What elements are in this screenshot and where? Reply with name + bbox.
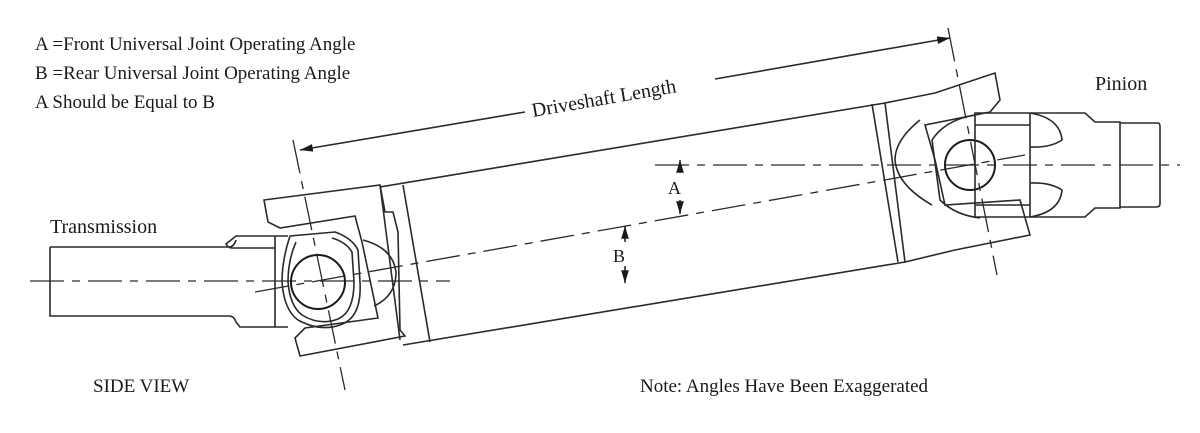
driveshaft-tube (379, 102, 906, 346)
pinion-label: Pinion (1095, 73, 1147, 95)
angle-b-dimension: B (613, 226, 629, 283)
angle-a-label: A (668, 178, 681, 198)
angle-b-label: B (613, 246, 625, 266)
front-universal-joint (263, 184, 407, 357)
transmission-label: Transmission (50, 216, 157, 238)
driveshaft-axis (254, 154, 1026, 293)
side-view-label: SIDE VIEW (93, 376, 189, 397)
legend-line-c: A Should be Equal to B (35, 92, 215, 113)
legend-line-b: B =Rear Universal Joint Operating Angle (35, 63, 350, 84)
angle-a-dimension: A (668, 160, 684, 214)
rear-universal-joint (884, 71, 1032, 263)
note-label: Note: Angles Have Been Exaggerated (640, 376, 929, 397)
driveshaft-length-dimension: Driveshaft Length (292, 27, 998, 391)
legend-line-a: A =Front Universal Joint Operating Angle (35, 34, 356, 55)
driveshaft-length-label: Driveshaft Length (530, 75, 678, 122)
transmission-shaft (49, 235, 288, 328)
